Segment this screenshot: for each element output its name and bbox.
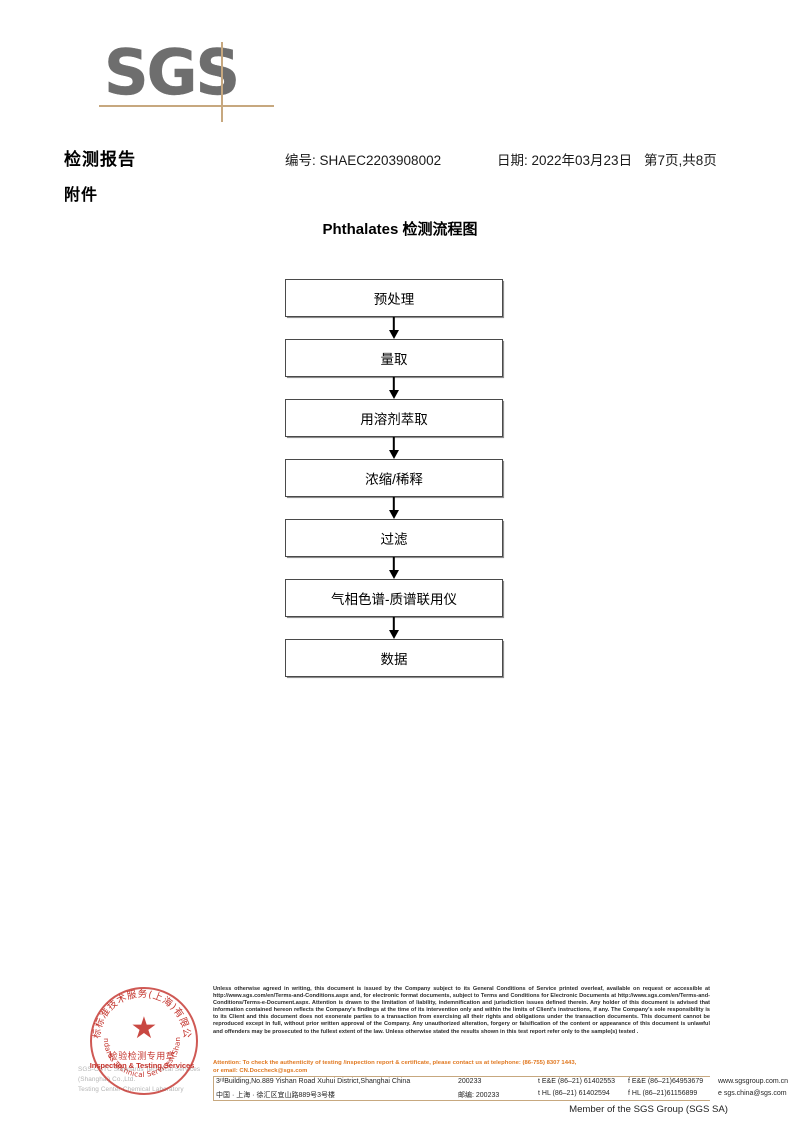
report-header: 检测报告 编号: SHAEC2203908002 日期: 2022年03月23日…	[0, 145, 800, 169]
flow-connector	[285, 617, 503, 639]
page-footer: SGS-CSTC Standards Technical Services (S…	[0, 980, 800, 1131]
address-zip-cn: 邮编: 200233	[458, 1092, 500, 1099]
flow-node-label: 数据	[380, 652, 408, 667]
flow-node-data: 数据	[285, 639, 503, 677]
logo-horizontal-rule	[99, 105, 274, 107]
attachment-label: 附件	[64, 187, 99, 204]
flow-connector	[285, 317, 503, 339]
legal-text: Unless otherwise agreed in writing, this…	[213, 986, 710, 1035]
address-separator-top	[213, 1076, 710, 1077]
logo-vertical-rule	[221, 42, 223, 122]
flow-connector	[285, 437, 503, 459]
flow-node-label: 用溶剂萃取	[360, 412, 428, 427]
seal-center-cn: 检验检测专用章	[108, 1051, 176, 1061]
address-row-english: 3ʳᵈBuilding,No.889 Yishan Road Xuhui Dis…	[216, 1078, 788, 1090]
sgs-group-member-line: Member of the SGS Group (SGS SA)	[569, 1104, 728, 1115]
flow-node-gcms: 气相色谱-质谱联用仪	[285, 579, 503, 617]
attention-line-2: or email: CN.Doccheck@sgs.com	[213, 1067, 308, 1074]
logo-wordmark: SGS	[104, 36, 241, 109]
flow-node-filtration: 过滤	[285, 519, 503, 557]
arrow-down-icon	[389, 317, 399, 339]
flow-node-label: 量取	[380, 352, 408, 367]
company-seal-stamp: SGS-CSTC Standards Technical Services (S…	[78, 983, 210, 1103]
address-row-chinese: 中国 · 上海 · 徐汇区宜山路889号3号楼 邮编: 200233 t HL …	[216, 1090, 787, 1102]
page-indicator: 第7页,共8页	[644, 153, 717, 168]
flowchart-title: Phthalates 检测流程图	[322, 221, 478, 238]
flow-node-label: 气相色谱-质谱联用仪	[331, 592, 457, 607]
flow-node-measure: 量取	[285, 339, 503, 377]
seal-center-en: Inspection & Testing Services	[89, 1061, 195, 1070]
address-email: e sgs.china@sgs.com	[718, 1090, 787, 1097]
sgs-logo: SGS	[99, 36, 274, 122]
flow-node-label: 浓缩/稀释	[365, 472, 423, 487]
seal-outer-ring	[90, 987, 198, 1095]
address-street-en: 3ʳᵈBuilding,No.889 Yishan Road Xuhui Dis…	[216, 1078, 411, 1085]
flow-connector	[285, 497, 503, 519]
arrow-down-icon	[389, 437, 399, 459]
flow-node-concentrate-dilute: 浓缩/稀释	[285, 459, 503, 497]
address-separator-bottom	[213, 1100, 710, 1101]
address-tel-en-2: f E&E (86–21)64953679	[628, 1078, 704, 1085]
star-icon: ★	[130, 1012, 158, 1045]
arrow-down-icon	[389, 497, 399, 519]
report-number: 编号: SHAEC2203908002	[285, 153, 442, 168]
flow-connector	[285, 557, 503, 579]
arrow-down-icon	[389, 557, 399, 579]
flow-node-solvent-extraction: 用溶剂萃取	[285, 399, 503, 437]
phthalates-process-flowchart: 预处理 量取 用溶剂萃取 浓缩/稀释 过滤 气相色谱-质谱联	[285, 279, 503, 677]
report-date: 日期: 2022年03月23日	[497, 153, 633, 168]
flow-node-label: 过滤	[380, 532, 408, 547]
seal-arc-text: 通标标准技术服务(上海)有限公司 SGS-CSTC Standards Tech…	[90, 987, 192, 1079]
address-street-cn: 中国 · 上海 · 徐汇区宜山路889号3号楼	[216, 1092, 336, 1099]
flow-node-label: 预处理	[373, 292, 415, 307]
address-zip-en: 200233	[458, 1078, 482, 1085]
address-website: www.sgsgroup.com.cn	[718, 1078, 789, 1085]
address-tel-cn-2: f HL (86–21)61156899	[628, 1090, 698, 1097]
arrow-down-icon	[389, 617, 399, 639]
attention-line-1: Attention: To check the authenticity of …	[213, 1060, 577, 1066]
address-left-rule	[213, 1076, 214, 1101]
arrow-down-icon	[389, 377, 399, 399]
flow-node-pretreatment: 预处理	[285, 279, 503, 317]
flow-connector	[285, 377, 503, 399]
address-tel-cn-1: t HL (86–21) 61402594	[538, 1090, 610, 1097]
legal-terms-paragraph: Unless otherwise agreed in writing, this…	[213, 986, 710, 1036]
address-tel-en-1: t E&E (86–21) 61402553	[538, 1078, 616, 1085]
attention-notice: Attention: To check the authenticity of …	[213, 1060, 710, 1075]
page-title: 检测报告	[64, 150, 136, 169]
